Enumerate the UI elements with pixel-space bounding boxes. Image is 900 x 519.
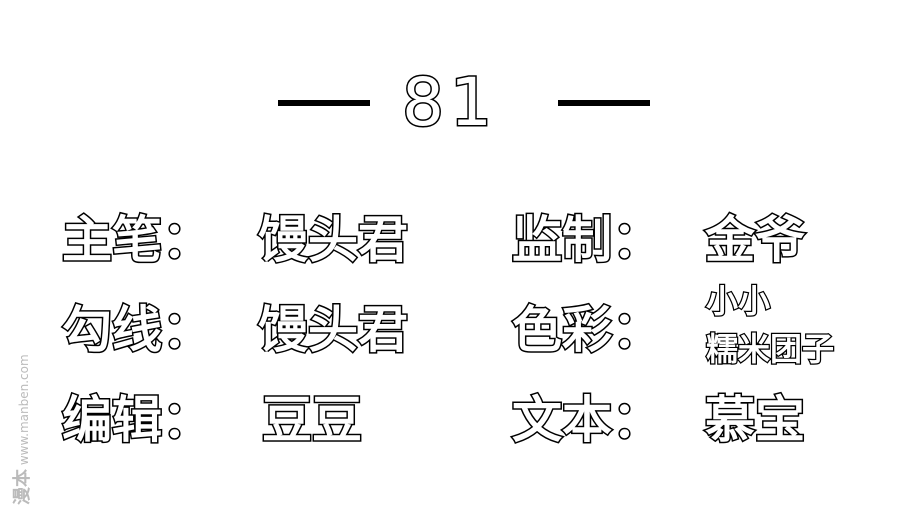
role-label: 编辑： <box>61 391 214 449</box>
watermark-url: www.manben.com <box>17 354 31 466</box>
credit-name: 馒头君 <box>257 301 410 359</box>
credit-name: 馒头君 <box>257 211 410 269</box>
chapter-number: 81 <box>401 64 498 141</box>
role-label: 勾线： <box>61 301 214 359</box>
watermark-logo: 漫本 <box>12 469 33 505</box>
role-label: 主笔： <box>61 211 214 269</box>
role-label: 文本： <box>511 391 664 449</box>
credit-name: 豆豆 <box>261 391 364 449</box>
credit-name: 金爷 <box>704 211 807 269</box>
role-label: 监制： <box>511 211 664 269</box>
credit-name: 糯米团子 <box>705 330 836 368</box>
role-label: 色彩： <box>511 301 664 359</box>
left-dash <box>278 100 370 106</box>
credit-name: 小小 <box>705 282 772 320</box>
right-dash <box>558 100 650 106</box>
credit-name: 慕宝 <box>704 391 807 449</box>
watermark: 漫本 www.manben.com <box>8 354 34 505</box>
